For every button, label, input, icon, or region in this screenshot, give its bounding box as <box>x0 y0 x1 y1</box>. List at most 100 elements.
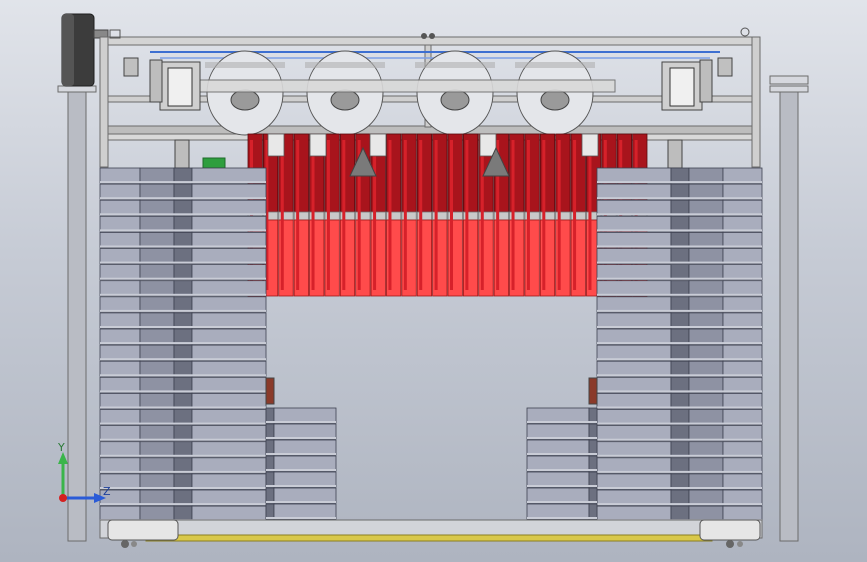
red-plate-highlight <box>450 140 453 290</box>
grey-plate-segment <box>99 392 141 409</box>
grey-plate-edge <box>527 501 597 503</box>
grey-plate-segment <box>670 376 690 393</box>
grey-plate-segment <box>670 344 690 361</box>
grey-plate-segment <box>596 280 672 297</box>
grey-plate-segment <box>688 344 724 361</box>
grey-plate-segment <box>670 360 690 377</box>
grey-plate-segment <box>588 439 598 456</box>
grey-plate-edge <box>597 422 762 425</box>
grey-plate-edge <box>100 503 266 506</box>
grey-plate-segment <box>670 473 690 490</box>
grey-plate-segment <box>596 231 672 248</box>
red-plate-highlight <box>588 140 592 290</box>
grey-plate-segment <box>173 441 193 458</box>
right-plate-stack <box>596 167 763 522</box>
grey-plate-segment <box>688 328 724 345</box>
grey-plate-segment <box>273 455 337 472</box>
grey-plate-segment <box>173 409 193 426</box>
grey-plate-segment <box>688 473 724 490</box>
grey-plate-edge <box>100 438 266 441</box>
grey-plate-segment <box>191 376 267 393</box>
grey-plate-segment <box>526 471 590 488</box>
grey-plate-segment <box>191 183 267 200</box>
grey-plate-segment <box>173 425 193 442</box>
grey-plate-segment <box>173 215 193 232</box>
grey-plate-edge <box>266 501 336 503</box>
grey-plate-segment <box>670 409 690 426</box>
grey-plate-segment <box>191 280 267 297</box>
clamp-head <box>309 133 327 157</box>
grey-plate-segment <box>265 423 275 440</box>
red-plate-highlight <box>434 140 438 290</box>
grey-plate-segment <box>722 199 763 216</box>
grey-plate-segment <box>596 489 672 506</box>
grey-plate-segment <box>139 183 175 200</box>
grey-plate-segment <box>99 231 141 248</box>
grey-plate-segment <box>173 264 193 281</box>
grey-plate-segment <box>99 457 141 474</box>
grey-plate-segment <box>173 360 193 377</box>
grey-plate-segment <box>596 457 672 474</box>
grey-plate-segment <box>139 199 175 216</box>
grey-plate-edge <box>597 309 762 312</box>
grey-plate-edge <box>100 309 266 312</box>
grey-plate-segment <box>588 503 598 520</box>
red-plate-highlight <box>311 140 315 290</box>
grey-plate-segment <box>722 312 763 329</box>
grey-plate-segment <box>596 392 672 409</box>
grey-plate-segment <box>173 457 193 474</box>
grey-plate-segment <box>99 409 141 426</box>
grey-plate-edge <box>597 454 762 457</box>
grey-plate-segment <box>722 215 763 232</box>
grey-plate-segment <box>722 376 763 393</box>
grey-plate-segment <box>688 248 724 265</box>
grey-plate-segment <box>688 505 724 522</box>
grey-plate-segment <box>722 231 763 248</box>
grey-plate-edge <box>100 406 266 409</box>
grey-plate-edge <box>100 261 266 264</box>
grey-plate-segment <box>265 471 275 488</box>
grey-plate-segment <box>191 328 267 345</box>
grey-plate-segment <box>670 296 690 313</box>
red-plate-highlight <box>357 140 361 290</box>
grey-plate-segment <box>670 199 690 216</box>
grey-plate-segment <box>526 423 590 440</box>
grey-plate-segment <box>265 439 275 456</box>
grey-plate-segment <box>99 215 141 232</box>
grey-plate-edge <box>100 358 266 361</box>
grey-plate-edge <box>266 453 336 455</box>
grey-plate-edge <box>266 469 336 471</box>
motor-icon <box>61 13 109 87</box>
roller-icon <box>415 50 495 136</box>
grey-plate-segment <box>139 473 175 490</box>
grey-plate-segment <box>670 457 690 474</box>
grey-plate-segment <box>526 439 590 456</box>
red-plate-highlight <box>542 140 546 290</box>
grey-plate-edge <box>100 213 266 216</box>
grey-plate-segment <box>596 167 672 184</box>
grey-plate-edge <box>527 517 597 519</box>
grey-plate-edge <box>100 454 266 457</box>
grey-plate-segment <box>173 248 193 265</box>
grey-plate-segment <box>139 505 175 522</box>
grey-plate-edge <box>597 470 762 473</box>
grey-plate-segment <box>722 280 763 297</box>
grey-plate-segment <box>670 167 690 184</box>
grey-plate-segment <box>688 280 724 297</box>
grey-plate-segment <box>139 312 175 329</box>
right-lower-plate-stack <box>526 407 598 520</box>
grey-plate-segment <box>722 425 763 442</box>
grey-plate-segment <box>191 344 267 361</box>
grey-plate-segment <box>688 392 724 409</box>
grey-plate-segment <box>139 296 175 313</box>
red-plate-highlight <box>388 140 392 290</box>
red-plate-stack <box>247 133 648 297</box>
grey-plate-segment <box>670 328 690 345</box>
grey-plate-segment <box>688 183 724 200</box>
grey-plate-segment <box>526 487 590 504</box>
red-plate-highlight <box>419 140 423 290</box>
red-plate-highlight <box>342 140 346 290</box>
grey-plate-segment <box>191 392 267 409</box>
